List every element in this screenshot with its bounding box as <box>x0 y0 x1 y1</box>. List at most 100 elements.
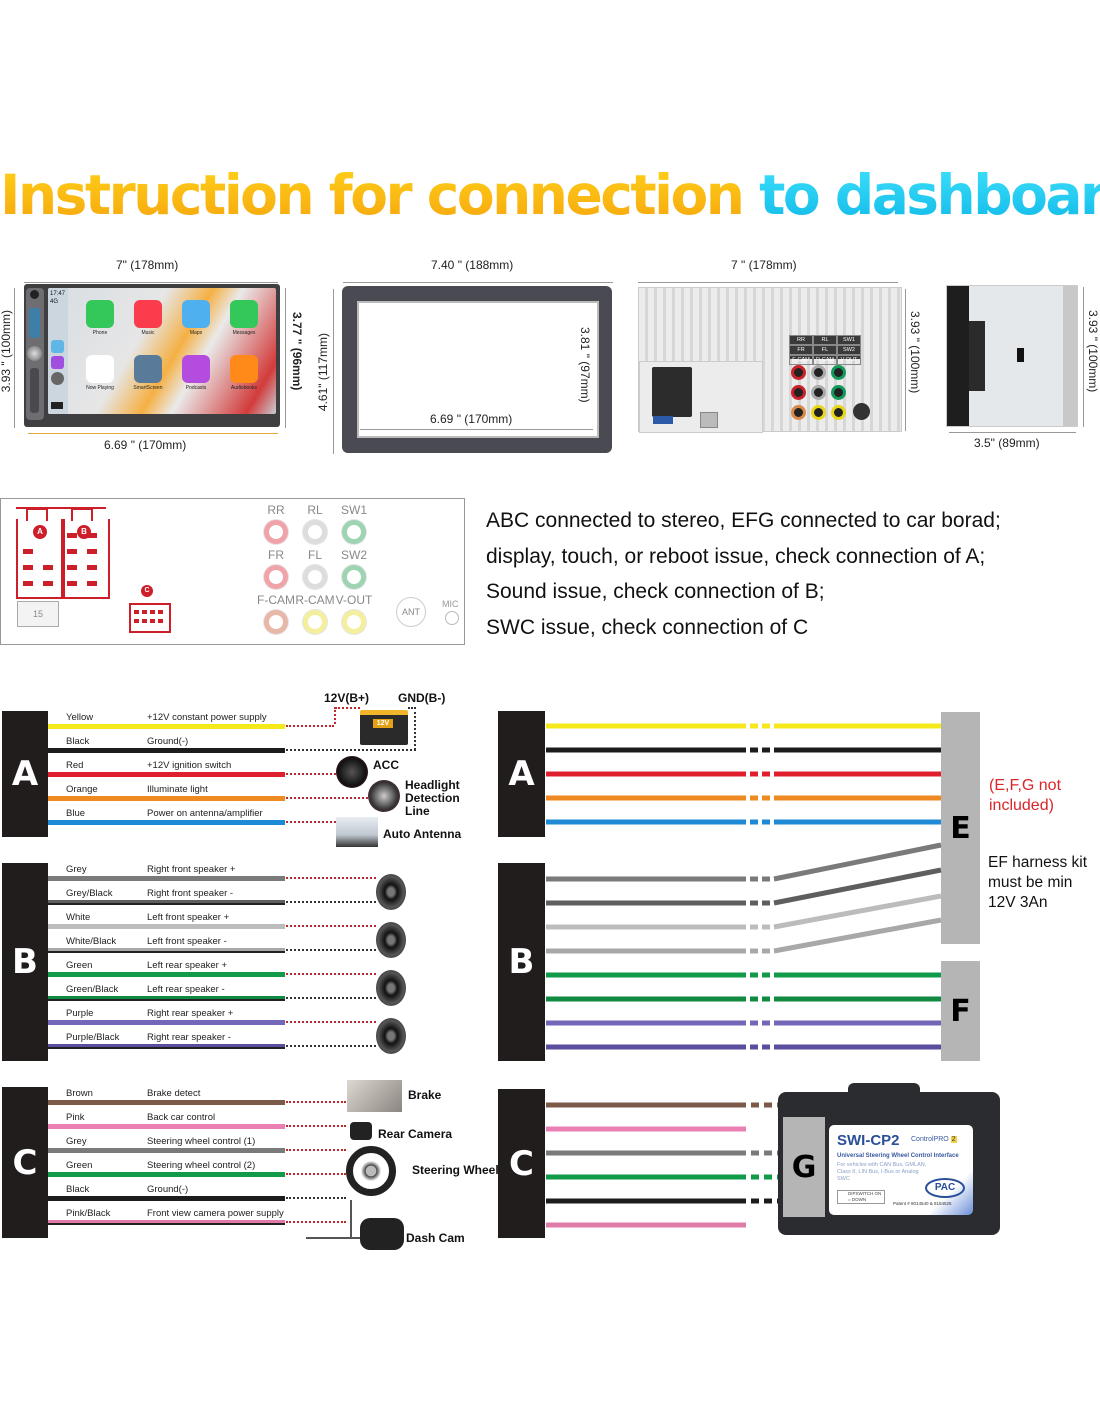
pin <box>23 581 33 586</box>
dotted-link <box>286 1125 346 1127</box>
antenna-label: Auto Antenna <box>383 827 462 841</box>
harness-b-wire-stripe <box>48 1047 285 1049</box>
badge-a: A <box>33 525 47 539</box>
harness-b-wire-stripe <box>48 951 285 953</box>
rca-label: RL <box>813 335 837 345</box>
aux-port <box>853 403 870 420</box>
instruction-line: SWC issue, check connection of C <box>486 615 809 639</box>
pin <box>158 619 163 623</box>
harness-c-wire-stripe <box>48 1223 285 1225</box>
harness-c-color-label: Pink <box>66 1112 85 1123</box>
headlight-label: Headlight Detection Line <box>405 778 460 818</box>
module-tab <box>848 1083 920 1095</box>
rca-jack <box>791 385 806 400</box>
app-phone[interactable]: Phone <box>78 300 122 336</box>
dotted-link <box>408 707 416 709</box>
dim-line <box>28 433 278 434</box>
fuse-slot: 15 <box>17 601 59 627</box>
dotted-link <box>286 1149 346 1151</box>
rca-jack-sw1 <box>342 520 366 544</box>
app-podcasts[interactable]: Podcasts <box>174 355 218 391</box>
instruction-line: display, touch, or reboot issue, check c… <box>486 544 986 568</box>
app-audiobooks[interactable]: Audiobooks <box>222 355 266 391</box>
harness-c-wire <box>48 1220 285 1225</box>
iso-connector <box>652 367 692 417</box>
app-label: Music <box>141 330 155 336</box>
jack-label: R-CAM <box>295 593 335 607</box>
button-strip[interactable] <box>30 368 39 413</box>
harness-c-block: C <box>2 1087 48 1238</box>
swc-module: G SWI-CP2 ControlPRO 2 Universal Steerin… <box>778 1083 1000 1235</box>
harness-b-wire <box>48 876 285 881</box>
dotted-link <box>286 997 376 999</box>
harness-b-color-label: Green/Black <box>66 984 119 995</box>
dim-line <box>1083 287 1084 427</box>
pin <box>134 610 139 614</box>
dotted-link <box>286 725 334 727</box>
app-maps[interactable]: Maps <box>174 300 218 336</box>
pin <box>23 549 33 554</box>
harness-a-color-label: Orange <box>66 784 98 795</box>
harness-a-function-label: +12V constant power supply <box>147 712 267 723</box>
settings-shortcut-icon[interactable] <box>51 372 64 385</box>
rca-jack-rl <box>303 520 327 544</box>
pin <box>150 610 155 614</box>
maps-shortcut-icon[interactable] <box>51 340 64 353</box>
connector-top-edge <box>16 507 106 509</box>
side-unit-figure: 3.93 " (100mm) 3.5" (89mm) <box>940 255 1100 455</box>
harness-c-color-label: Black <box>66 1184 90 1195</box>
b-to-e-wire <box>773 893 942 930</box>
dim-line <box>949 432 1076 433</box>
frame-figure: 7.40 " (188mm) 4.61" (117mm) 3.81 " (97m… <box>310 255 630 455</box>
connector-e: E <box>941 712 980 944</box>
rca-jack <box>831 365 846 380</box>
title-part-1: Instruction for connection <box>0 163 760 227</box>
dotted-link <box>286 949 376 951</box>
dipswitch-note: DIPSWITCH ON = DOWN <box>837 1190 885 1204</box>
badge-c: C <box>141 585 153 597</box>
brake-label: Brake <box>408 1088 442 1102</box>
harness-c-wire <box>48 1124 285 1129</box>
rear-camera-icon <box>350 1122 372 1140</box>
app-messages[interactable]: Messages <box>222 300 266 336</box>
harness-b-wire <box>48 972 285 977</box>
rca-jack-r-cam <box>303 610 327 634</box>
podcasts-shortcut-icon[interactable] <box>51 356 64 369</box>
harness-c-block-right: C <box>498 1089 545 1238</box>
mounting-frame <box>342 286 612 453</box>
rca-jack <box>791 365 806 380</box>
jack-label: FL <box>307 548 322 562</box>
dashboard-toggle-icon[interactable] <box>51 402 63 409</box>
dim-line <box>905 289 906 431</box>
app-smartscreen[interactable]: SmartScreen <box>126 355 170 391</box>
volume-knob[interactable] <box>27 346 42 361</box>
back-width-top: 7 " (178mm) <box>731 258 797 272</box>
harness-c-wire <box>48 1100 285 1105</box>
b-to-e-wire <box>773 842 942 882</box>
rca-jack <box>811 385 826 400</box>
camera-icon <box>30 290 39 299</box>
dotted-link <box>286 1197 346 1199</box>
app-label: Phone <box>92 330 108 336</box>
rca-jack <box>831 405 846 420</box>
dotted-link <box>286 1045 376 1047</box>
rca-jack <box>831 385 846 400</box>
app-music[interactable]: Music <box>126 300 170 336</box>
harness-a-function-label: +12V ignition switch <box>147 760 232 771</box>
home-button[interactable] <box>29 308 40 338</box>
harness-c-color-label: Green <box>66 1160 93 1171</box>
harness-c-function-label: Steering wheel control (2) <box>147 1160 256 1171</box>
title-part-2: to dashboard <box>759 163 1100 227</box>
dotted-link <box>286 1173 346 1175</box>
harness-b-color-label: Grey/Black <box>66 888 113 899</box>
app-icon <box>134 300 162 328</box>
module-model: SWI-CP2 <box>837 1132 900 1149</box>
harness-c-function-label: Steering wheel control (1) <box>147 1136 256 1147</box>
dotted-link <box>414 707 416 750</box>
harness-b-function-label: Right rear speaker + <box>147 1008 234 1019</box>
app-icon <box>86 355 114 383</box>
app-now-playing[interactable]: Now Playing <box>78 355 122 391</box>
module-brand: ControlPRO 2 <box>911 1136 957 1143</box>
